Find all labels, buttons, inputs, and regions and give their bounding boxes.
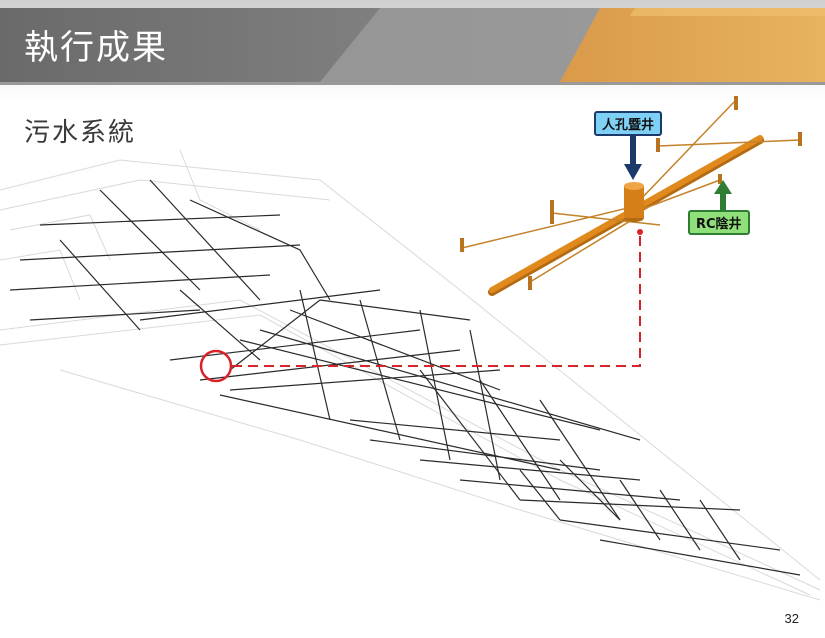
sewer-pipes [9,179,801,576]
highlight-circle [199,349,233,383]
manhole-arrow [624,132,642,180]
rc-well-label: RC陰井 [688,210,750,235]
banner-graphic [0,0,825,100]
page-number: 32 [784,611,799,626]
header-banner: 執行成果 [0,0,825,100]
manhole-label: 人孔暨井 [594,111,663,136]
rc-well-arrow [714,180,732,210]
section-subtitle: 污水系統 [24,118,137,148]
leader-line [232,232,641,367]
slide-title: 執行成果 [24,28,168,68]
leader-dot [637,229,643,235]
pipe-diagram [460,96,802,296]
